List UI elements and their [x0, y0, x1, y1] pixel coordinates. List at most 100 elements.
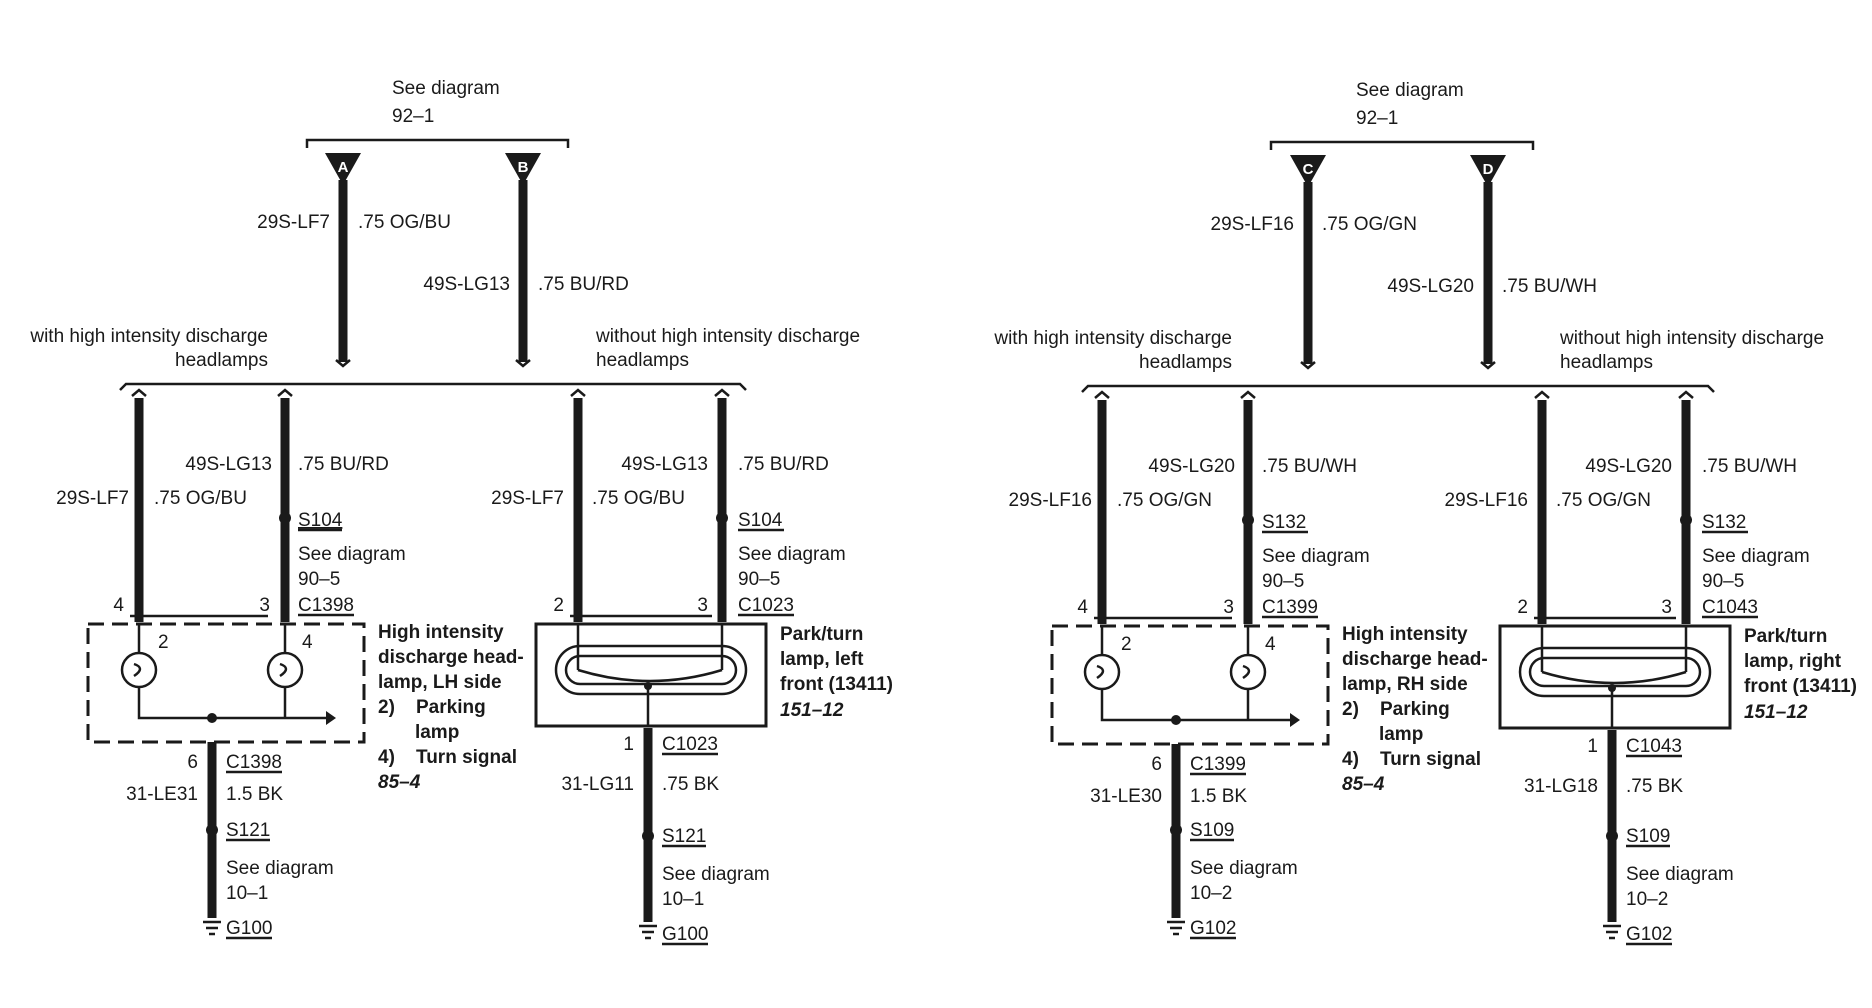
- left-hid-ground-icon: [203, 920, 221, 936]
- right-hid-ground-ref2: 10–2: [1190, 883, 1232, 904]
- right-with-hid-line2: headlamps: [1139, 352, 1232, 373]
- right-hid-lamp-box: [1050, 624, 1330, 746]
- left-hid-label-4: lamp: [378, 722, 459, 743]
- right-park-ground-spec: .75 BK: [1626, 776, 1683, 797]
- left-hid-wire1-circuit: 29S-LF7: [56, 488, 129, 509]
- right-hid-splice-ref1: See diagram: [1262, 546, 1370, 567]
- left-park-ground-pin: 1: [623, 734, 634, 755]
- right-without-hid-line1: without high intensity discharge: [1559, 328, 1824, 349]
- left-hid-break2: [277, 388, 293, 397]
- left-park-lamp-box: [534, 622, 768, 728]
- right-hid-ground-ref1: See diagram: [1190, 858, 1298, 879]
- left-without-hid-line1: without high intensity discharge: [595, 326, 860, 347]
- left-top-wire-a-spec: .75 OG/BU: [358, 212, 451, 233]
- right-park-label-2: front (13411): [1744, 676, 1857, 697]
- left-hid-splice-ref2: 90–5: [298, 569, 340, 590]
- left-hid-label-2: lamp, LH side: [378, 672, 502, 693]
- left-hid-wire1-spec: .75 OG/BU: [154, 488, 247, 509]
- left-top-wire-b-spec: .75 BU/RD: [538, 274, 629, 295]
- right-hid-pin3: 3: [1223, 597, 1234, 618]
- left-hid-splice-ref1: See diagram: [298, 544, 406, 565]
- right-source-line2: 92–1: [1356, 108, 1398, 129]
- right-park-splice-ref2: 90–5: [1702, 571, 1744, 592]
- left-option-brace: [119, 382, 747, 391]
- left-hid-splice: S104: [298, 510, 343, 531]
- left-park-splice-dot: [716, 512, 728, 524]
- left-hid-ref: 85–4: [378, 772, 421, 793]
- right-hid-connector: C1399: [1262, 597, 1318, 618]
- left-hid-ground-ref1: See diagram: [226, 858, 334, 879]
- left-park-break2: [714, 388, 730, 397]
- right-park-lamp-box: [1498, 624, 1732, 730]
- left-hid-filament2: [279, 662, 288, 678]
- right-hid-wire1-circuit: 29S-LF16: [1009, 490, 1092, 511]
- left-park-ground-circuit: 31-LG11: [561, 774, 634, 795]
- right-hid-bulb-pin4: 4: [1265, 634, 1276, 655]
- right-hid-label-1: discharge head-: [1342, 649, 1488, 670]
- left-top-wire-a-circuit: 29S-LF7: [257, 212, 330, 233]
- left-park-wire1-spec: .75 OG/BU: [592, 488, 685, 509]
- left-hid-ground-splice-dot: [206, 824, 218, 836]
- right-hid-return: [1100, 689, 1290, 722]
- left-park-ground-connector: C1023: [662, 734, 718, 755]
- right-circuit: See diagram 92–1 C D 29S-LF16 .75 OG/GN …: [993, 80, 1857, 946]
- right-park-break1: [1534, 390, 1550, 399]
- right-hid-label-5: 4) Turn signal: [1342, 749, 1481, 770]
- right-hid-bulb-pin2: 2: [1121, 634, 1132, 655]
- right-hid-junction: [1171, 715, 1181, 725]
- left-park-filament: [577, 668, 723, 683]
- left-park-ground-splice: S121: [662, 826, 706, 847]
- left-park-splice-ref1: See diagram: [738, 544, 846, 565]
- right-park-connector: C1043: [1702, 597, 1758, 618]
- right-park-ground-ref1: See diagram: [1626, 864, 1734, 885]
- right-hid-wire2-circuit: 49S-LG20: [1148, 456, 1235, 477]
- right-park-wire1-circuit: 29S-LF16: [1445, 490, 1528, 511]
- right-hid-break1: [1094, 390, 1110, 399]
- left-connector-a-label: A: [338, 159, 349, 176]
- left-hid-label-3: 2) Parking: [378, 697, 486, 718]
- right-park-bulb-outer: [1518, 646, 1712, 698]
- right-without-hid-line2: headlamps: [1560, 352, 1653, 373]
- right-park-pin3: 3: [1661, 597, 1672, 618]
- left-hid-junction: [207, 713, 217, 723]
- left-park-ground-spec: .75 BK: [662, 774, 719, 795]
- right-connector-d: D: [1470, 155, 1506, 187]
- right-top-wire-d-circuit: 49S-LG20: [1387, 276, 1474, 297]
- right-option-brace: [1081, 384, 1715, 393]
- right-hid-ground-icon: [1167, 920, 1185, 936]
- right-hid-label-3: 2) Parking: [1342, 699, 1450, 720]
- left-connector-a: A: [325, 153, 361, 185]
- right-park-ground-icon: [1603, 924, 1621, 940]
- right-connector-c-label: C: [1303, 161, 1314, 178]
- right-park-ground-pin: 1: [1587, 736, 1598, 757]
- left-park-splice: S104: [738, 510, 783, 531]
- left-hid-bulb-pin4: 4: [302, 632, 313, 653]
- right-connector-d-label: D: [1483, 161, 1494, 178]
- right-hid-ground-connector: C1399: [1190, 754, 1246, 775]
- left-hid-label-0: High intensity: [378, 622, 504, 643]
- right-hid-ground-splice: S109: [1190, 820, 1234, 841]
- right-hid-wire2-spec: .75 BU/WH: [1262, 456, 1357, 477]
- right-park-label-0: Park/turn: [1744, 626, 1827, 647]
- left-hid-label-1: discharge head-: [378, 647, 524, 668]
- left-hid-lamp-box: [86, 622, 366, 744]
- left-hid-ground-spec: 1.5 BK: [226, 784, 283, 805]
- right-hid-ground: G102: [1190, 918, 1236, 939]
- left-park-label-1: lamp, left: [780, 649, 864, 670]
- right-hid-ground-circuit: 31-LE30: [1090, 786, 1162, 807]
- left-park-wire2-circuit: 49S-LG13: [621, 454, 708, 475]
- left-with-hid-line1: with high intensity discharge: [29, 326, 268, 347]
- left-park-ground: G100: [662, 924, 708, 945]
- right-hid-arrow: [1290, 713, 1300, 727]
- right-park-ground-splice: S109: [1626, 826, 1670, 847]
- right-hid-label-0: High intensity: [1342, 624, 1468, 645]
- right-break-c: [1300, 361, 1316, 370]
- left-hid-wire2-circuit: 49S-LG13: [185, 454, 272, 475]
- right-connector-c: C: [1290, 155, 1326, 187]
- left-hid-ground-connector: C1398: [226, 752, 282, 773]
- right-park-splice: S132: [1702, 512, 1746, 533]
- left-hid-break1: [131, 388, 147, 397]
- right-park-splice-dot: [1680, 514, 1692, 526]
- right-park-label-1: lamp, right: [1744, 651, 1842, 672]
